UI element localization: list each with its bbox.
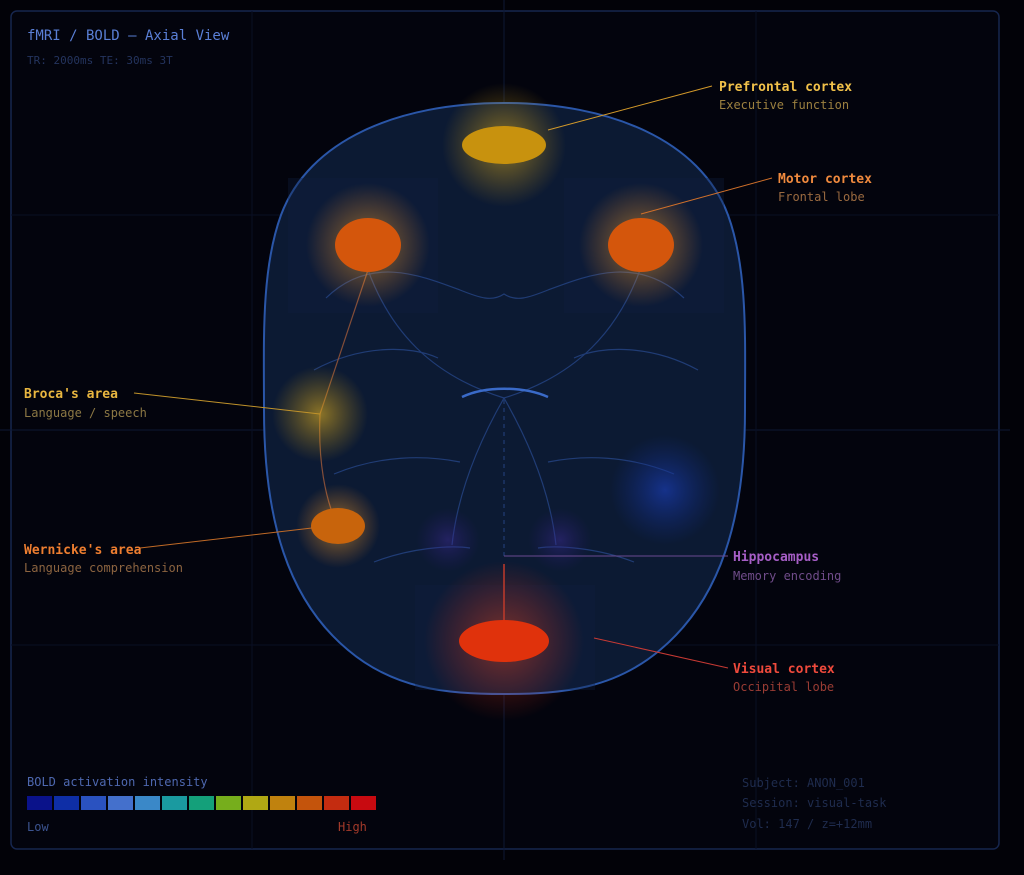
colorbar xyxy=(27,796,376,810)
wernicke-activation[interactable] xyxy=(311,508,365,544)
scan-parameters: TR: 2000ms TE: 30ms 3T xyxy=(27,54,173,67)
colorbar-swatch xyxy=(324,796,349,810)
desc-wernickes-area: Language comprehension xyxy=(24,561,183,575)
label-prefrontal-cortex[interactable]: Prefrontal cortex xyxy=(719,80,853,95)
desc-brocas-area: Language / speech xyxy=(24,406,147,420)
desc-hippocampus: Memory encoding xyxy=(733,569,842,583)
label-visual-cortex[interactable]: Visual cortex xyxy=(733,662,835,677)
motor-activation-right[interactable] xyxy=(608,218,674,272)
legend-title: BOLD activation intensity xyxy=(27,775,208,789)
label-wernickes-area[interactable]: Wernicke's area xyxy=(24,543,142,558)
desc-visual-cortex: Occipital lobe xyxy=(733,680,835,694)
prefrontal-activation[interactable] xyxy=(462,126,546,164)
scan-title: fMRI / BOLD — Axial View xyxy=(27,28,230,44)
colorbar-swatch xyxy=(216,796,241,810)
label-brocas-area[interactable]: Broca's area xyxy=(24,387,118,402)
colorbar-swatch xyxy=(108,796,133,810)
desc-prefrontal-cortex: Executive function xyxy=(719,98,850,112)
colorbar-swatch xyxy=(27,796,52,810)
colorbar-swatch xyxy=(189,796,214,810)
colorbar-swatch xyxy=(351,796,376,810)
colorbar-swatch xyxy=(243,796,268,810)
colorbar-swatch xyxy=(162,796,187,810)
colorbar-swatch xyxy=(297,796,322,810)
label-hippocampus[interactable]: Hippocampus xyxy=(733,550,820,565)
colorbar-swatch xyxy=(270,796,295,810)
central-sulcus xyxy=(461,387,549,399)
subject-id: Subject: ANON_001 xyxy=(742,776,865,790)
leader-lines xyxy=(133,85,773,669)
session-name: Session: visual-task xyxy=(742,796,887,810)
desc-motor-cortex: Frontal lobe xyxy=(778,190,865,204)
colorbar-swatch xyxy=(135,796,160,810)
legend-high-label: High xyxy=(338,820,367,834)
legend-low-label: Low xyxy=(27,820,49,834)
colorbar-swatch xyxy=(54,796,79,810)
label-motor-cortex[interactable]: Motor cortex xyxy=(778,172,872,187)
motor-activation-left[interactable] xyxy=(335,218,401,272)
colorbar-swatch xyxy=(81,796,106,810)
volume-info: Vol: 147 / z=+12mm xyxy=(742,817,873,831)
visual-activation[interactable] xyxy=(459,620,549,662)
